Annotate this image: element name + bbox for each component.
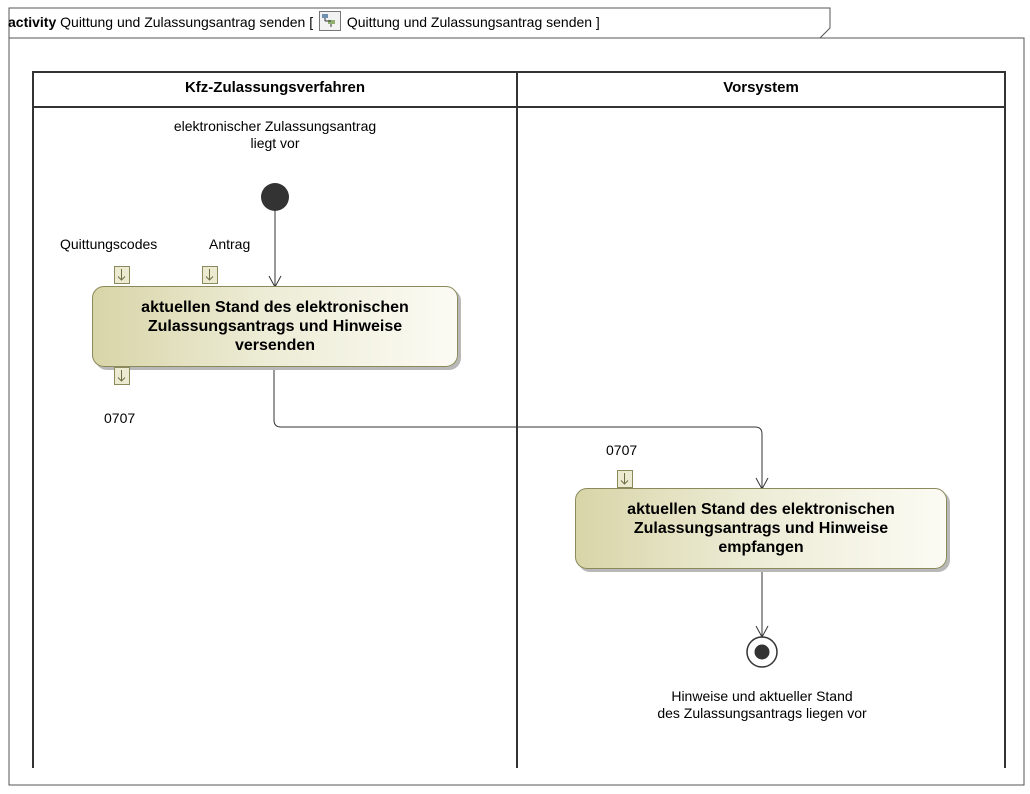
input-pin-0707 [617, 470, 633, 488]
frame-title: activity Quittung und Zulassungsantrag s… [8, 9, 600, 35]
pin-label-input-0707: 0707 [606, 442, 638, 458]
activity-final-node-inner [754, 644, 770, 660]
input-pin-antrag [202, 266, 218, 284]
initial-node [261, 183, 289, 211]
frame-keyword: activity [8, 14, 57, 30]
output-pin-0707 [114, 367, 130, 385]
lane-header-kfz: Kfz-Zulassungsverfahren [184, 79, 366, 96]
lane-header-vorsystem: Vorsystem [723, 79, 799, 96]
pin-label-output-0707: 0707 [104, 410, 136, 426]
input-pin-quittungscodes [114, 266, 130, 284]
pin-label-quittungscodes: Quittungscodes [60, 236, 158, 252]
final-node-note: Hinweise und aktueller Stand des Zulassu… [657, 688, 867, 721]
initial-node-note: elektronischer Zulassungsantrag liegt vo… [173, 118, 377, 151]
frame-border [8, 37, 1025, 786]
frame-name: Quittung und Zulassungsantrag senden [ [60, 14, 314, 30]
action-empfangen[interactable]: aktuellen Stand des elektronischen Zulas… [575, 488, 947, 569]
frame-ref-name: Quittung und Zulassungsantrag senden ] [346, 14, 600, 30]
action-versenden[interactable]: aktuellen Stand des elektronischen Zulas… [92, 286, 458, 367]
activity-diagram-icon [318, 11, 341, 31]
control-flow-between-actions [273, 367, 763, 488]
pin-label-antrag: Antrag [209, 236, 251, 252]
frame-tab-border [8, 7, 831, 39]
